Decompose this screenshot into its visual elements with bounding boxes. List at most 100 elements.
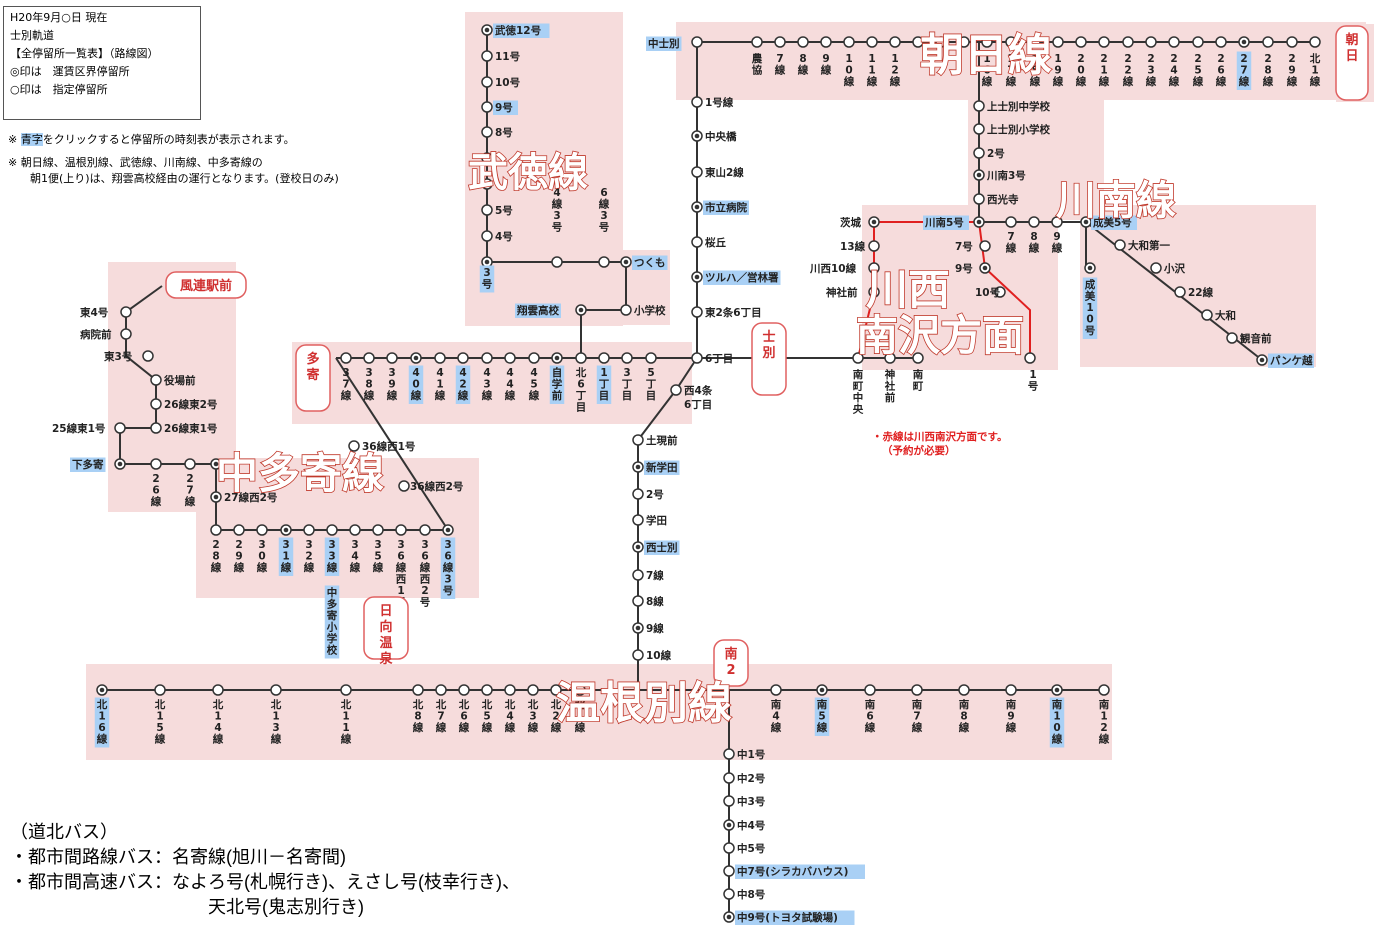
bus-stop-marker[interactable] <box>386 352 398 364</box>
bus-stop-marker[interactable] <box>528 352 540 364</box>
bus-stop-marker[interactable] <box>1114 239 1126 251</box>
asahi-stop-marker[interactable] <box>1286 36 1298 48</box>
bus-stop-marker[interactable] <box>645 352 657 364</box>
bus-stop-marker[interactable] <box>691 96 703 108</box>
bus-stop-marker[interactable] <box>868 262 880 274</box>
bus-stop-marker[interactable] <box>912 352 924 364</box>
terminal-tayori[interactable] <box>295 344 331 412</box>
bus-stop-marker[interactable] <box>1201 309 1213 321</box>
bus-stop-marker[interactable] <box>1024 352 1036 364</box>
asahi-stop-marker[interactable] <box>751 36 763 48</box>
bus-stop-marker[interactable] <box>632 514 644 526</box>
asahi-stop-marker[interactable] <box>1098 36 1110 48</box>
bus-stop-marker[interactable] <box>1005 684 1017 696</box>
asahi-stop-marker[interactable] <box>1168 36 1180 48</box>
south-branch-label[interactable]: 中9号(トヨタ試験場) <box>737 911 838 924</box>
asahi-stop-marker[interactable] <box>1052 36 1064 48</box>
asahi-stop-marker[interactable] <box>1309 36 1321 48</box>
stop-nakashibetsu[interactable]: 中士別 <box>648 37 680 50</box>
asahi-stop-marker[interactable] <box>843 36 855 48</box>
bus-stop-marker[interactable] <box>481 76 493 88</box>
stop-seibi5[interactable]: 成美5号 <box>1093 216 1132 229</box>
asahi-stop-marker[interactable] <box>1122 36 1134 48</box>
trunk-stop-label[interactable]: 市立病院 <box>705 201 747 214</box>
bus-stop-marker[interactable] <box>973 100 985 112</box>
bus-stop-marker[interactable] <box>632 488 644 500</box>
terminal-shibetsu[interactable] <box>751 322 787 396</box>
bus-stop-marker[interactable] <box>340 684 352 696</box>
bus-stop-marker[interactable] <box>723 795 735 807</box>
bus-stop-marker[interactable] <box>632 434 644 446</box>
bus-stop-marker[interactable] <box>864 684 876 696</box>
bus-stop-marker[interactable] <box>691 166 703 178</box>
asahi-stop-marker[interactable] <box>820 36 832 48</box>
bus-stop-marker[interactable] <box>632 595 644 607</box>
bus-stop-marker[interactable] <box>670 384 682 396</box>
bus-stop-marker[interactable] <box>723 842 735 854</box>
bus-stop-marker[interactable] <box>723 888 735 900</box>
bus-stop-marker[interactable] <box>481 178 493 190</box>
south-branch-label[interactable]: 中7号(シラカバハウス) <box>737 865 848 878</box>
asahi-stop-marker[interactable] <box>1192 36 1204 48</box>
bus-stop-marker[interactable] <box>150 422 162 434</box>
bus-stop-marker[interactable] <box>340 352 352 364</box>
bus-stop-marker[interactable] <box>372 524 384 536</box>
bus-stop-marker[interactable] <box>1051 216 1063 228</box>
bus-stop-marker[interactable] <box>574 684 586 696</box>
bus-stop-marker[interactable] <box>884 352 896 364</box>
asahi-stop-marker[interactable] <box>1215 36 1227 48</box>
asahi-stop-marker[interactable] <box>1075 36 1087 48</box>
bus-stop-marker[interactable] <box>958 684 970 696</box>
bus-stop-marker[interactable] <box>868 286 880 298</box>
bus-stop-marker[interactable] <box>412 684 424 696</box>
asahi-stop-marker[interactable] <box>1005 36 1017 48</box>
bus-stop-marker[interactable] <box>723 772 735 784</box>
bus-stop-marker[interactable] <box>120 328 132 340</box>
south-trunk-label[interactable]: 新学田 <box>646 461 678 474</box>
bus-stop-marker[interactable] <box>419 524 431 536</box>
bus-stop-marker[interactable] <box>120 306 132 318</box>
bus-stop-marker[interactable] <box>326 524 338 536</box>
asahi-stop-marker[interactable] <box>1262 36 1274 48</box>
bus-stop-marker[interactable] <box>1174 286 1186 298</box>
bus-stop-marker[interactable] <box>994 286 1006 298</box>
bus-stop-marker[interactable] <box>504 684 516 696</box>
asahi-stop-marker[interactable] <box>1145 36 1157 48</box>
terminal-hinata[interactable] <box>363 596 409 660</box>
stop-tsukumo[interactable]: つくも <box>634 257 666 269</box>
bus-stop-marker[interactable] <box>150 458 162 470</box>
bus-stop-marker[interactable] <box>233 524 245 536</box>
stop-shimotayori[interactable]: 下多寄 <box>72 458 104 471</box>
bus-stop-marker[interactable] <box>1028 216 1040 228</box>
bus-stop-marker[interactable] <box>210 524 222 536</box>
stop-kawanan5[interactable]: 川南5号 <box>924 216 964 229</box>
bus-stop-marker[interactable] <box>481 101 493 113</box>
bus-stop-marker[interactable] <box>481 230 493 242</box>
bus-stop-marker[interactable] <box>973 193 985 205</box>
bus-stop-marker[interactable] <box>550 684 562 696</box>
butoku-stop-label[interactable]: 武徳12号 <box>495 24 541 37</box>
bus-stop-marker[interactable] <box>256 524 268 536</box>
bus-stop-marker[interactable] <box>598 256 610 268</box>
bus-stop-marker[interactable] <box>434 352 446 364</box>
bus-stop-marker[interactable] <box>723 748 735 760</box>
terminal-minami2[interactable] <box>713 639 749 687</box>
bus-stop-marker[interactable] <box>481 204 493 216</box>
asahi-stop-marker[interactable] <box>912 36 924 48</box>
asahi-stop-marker[interactable] <box>774 36 786 48</box>
bus-stop-marker[interactable] <box>458 684 470 696</box>
bus-stop-marker[interactable] <box>435 684 447 696</box>
bus-stop-marker[interactable] <box>349 524 361 536</box>
bus-stop-marker[interactable] <box>691 306 703 318</box>
bus-stop-marker[interactable] <box>723 865 735 877</box>
asahi-stop-marker[interactable] <box>866 36 878 48</box>
bus-stop-marker[interactable] <box>481 684 493 696</box>
